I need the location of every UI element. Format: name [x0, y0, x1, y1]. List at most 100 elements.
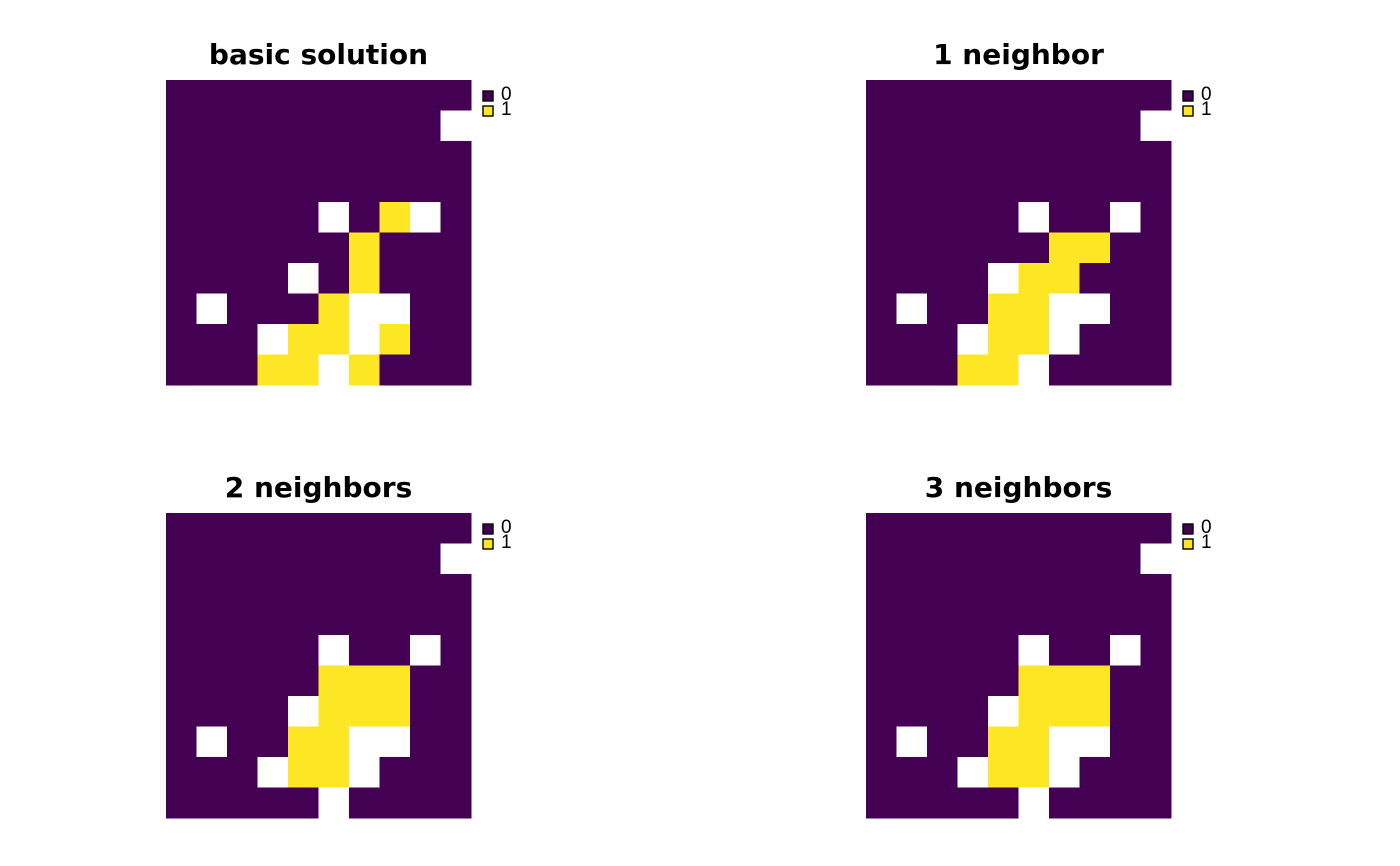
- raster-cell: [257, 543, 289, 575]
- raster-cell: [440, 696, 472, 728]
- raster-cell: [896, 696, 928, 728]
- raster-cell: [988, 171, 1020, 203]
- raster-cell: [988, 574, 1020, 606]
- raster-cell: [1140, 787, 1172, 819]
- raster-cell: [288, 263, 320, 295]
- raster-cell: [349, 635, 381, 667]
- raster-cell: [410, 543, 442, 575]
- legend-label: 1: [1201, 99, 1212, 120]
- raster-cell: [1079, 80, 1111, 112]
- raster-cell: [927, 635, 959, 667]
- raster-cell: [410, 80, 442, 112]
- raster-cell: [1049, 263, 1081, 295]
- raster-cell: [166, 232, 198, 264]
- raster-cell: [227, 263, 259, 295]
- raster-cell: [379, 635, 411, 667]
- raster-cell: [318, 80, 350, 112]
- raster-cell: [1110, 354, 1142, 386]
- raster-cell: [257, 171, 289, 203]
- raster-cell: [988, 726, 1020, 758]
- raster-cell: [440, 324, 472, 356]
- raster-cell: [379, 263, 411, 295]
- raster: [166, 80, 472, 386]
- raster-cell: [410, 635, 442, 667]
- raster-cell: [410, 110, 442, 142]
- raster-cell: [1140, 513, 1172, 545]
- raster-cell: [1018, 574, 1050, 606]
- raster-cell: [288, 726, 320, 758]
- raster-cell: [1110, 513, 1142, 545]
- raster-cell: [1049, 543, 1081, 575]
- raster-cell: [166, 574, 198, 606]
- raster-cell: [896, 665, 928, 697]
- raster-cell: [1049, 604, 1081, 636]
- raster-cell: [227, 232, 259, 264]
- raster-cell: [196, 354, 228, 386]
- raster-cell: [927, 665, 959, 697]
- raster-cell: [166, 726, 198, 758]
- raster-cell: [379, 110, 411, 142]
- raster-cell: [166, 141, 198, 173]
- raster-cell: [957, 574, 989, 606]
- raster-cell: [1140, 726, 1172, 758]
- raster-cell: [1049, 293, 1081, 325]
- raster-cell: [257, 665, 289, 697]
- raster-cell: [349, 324, 381, 356]
- raster-cell: [988, 787, 1020, 819]
- raster-cell: [318, 635, 350, 667]
- raster-cell: [349, 293, 381, 325]
- raster-cell: [927, 80, 959, 112]
- raster-cell: [410, 787, 442, 819]
- raster-cell: [257, 232, 289, 264]
- raster-cell: [288, 696, 320, 728]
- raster-cell: [1110, 141, 1142, 173]
- raster-cell: [1140, 354, 1172, 386]
- raster-cell: [896, 604, 928, 636]
- raster-cell: [866, 110, 898, 142]
- raster-cell: [318, 513, 350, 545]
- raster-cell: [318, 263, 350, 295]
- legend-key-1: [1182, 538, 1194, 550]
- raster-cell: [896, 543, 928, 575]
- raster-cell: [1018, 787, 1050, 819]
- raster-cell: [288, 110, 320, 142]
- raster-cell: [349, 696, 381, 728]
- raster-cell: [440, 110, 472, 142]
- raster-cell: [988, 354, 1020, 386]
- raster-cell: [166, 354, 198, 386]
- raster-cell: [1140, 293, 1172, 325]
- raster-cell: [196, 110, 228, 142]
- raster-cell: [349, 80, 381, 112]
- raster-cell: [166, 696, 198, 728]
- raster-cell: [227, 354, 259, 386]
- raster-cell: [227, 757, 259, 789]
- raster-cell: [1079, 574, 1111, 606]
- raster-cell: [288, 232, 320, 264]
- raster-cell: [227, 635, 259, 667]
- raster-cell: [988, 110, 1020, 142]
- legend: 01: [1182, 84, 1212, 120]
- raster-cell: [410, 726, 442, 758]
- raster-cell: [318, 787, 350, 819]
- raster-cell: [957, 171, 989, 203]
- raster-cell: [927, 110, 959, 142]
- raster-cell: [288, 80, 320, 112]
- raster-cell: [166, 787, 198, 819]
- raster-cell: [318, 604, 350, 636]
- raster-cell: [1110, 665, 1142, 697]
- raster-cell: [227, 293, 259, 325]
- raster-cell: [288, 202, 320, 234]
- raster-cell: [227, 543, 259, 575]
- raster-cell: [1049, 324, 1081, 356]
- raster-cell: [349, 543, 381, 575]
- raster-cell: [927, 141, 959, 173]
- raster-cell: [196, 696, 228, 728]
- raster-cell: [288, 787, 320, 819]
- raster-cell: [1079, 141, 1111, 173]
- raster-cell: [957, 324, 989, 356]
- raster: [166, 513, 472, 819]
- raster-cell: [1049, 726, 1081, 758]
- raster-cell: [988, 263, 1020, 295]
- raster-cell: [957, 726, 989, 758]
- raster-cell: [410, 604, 442, 636]
